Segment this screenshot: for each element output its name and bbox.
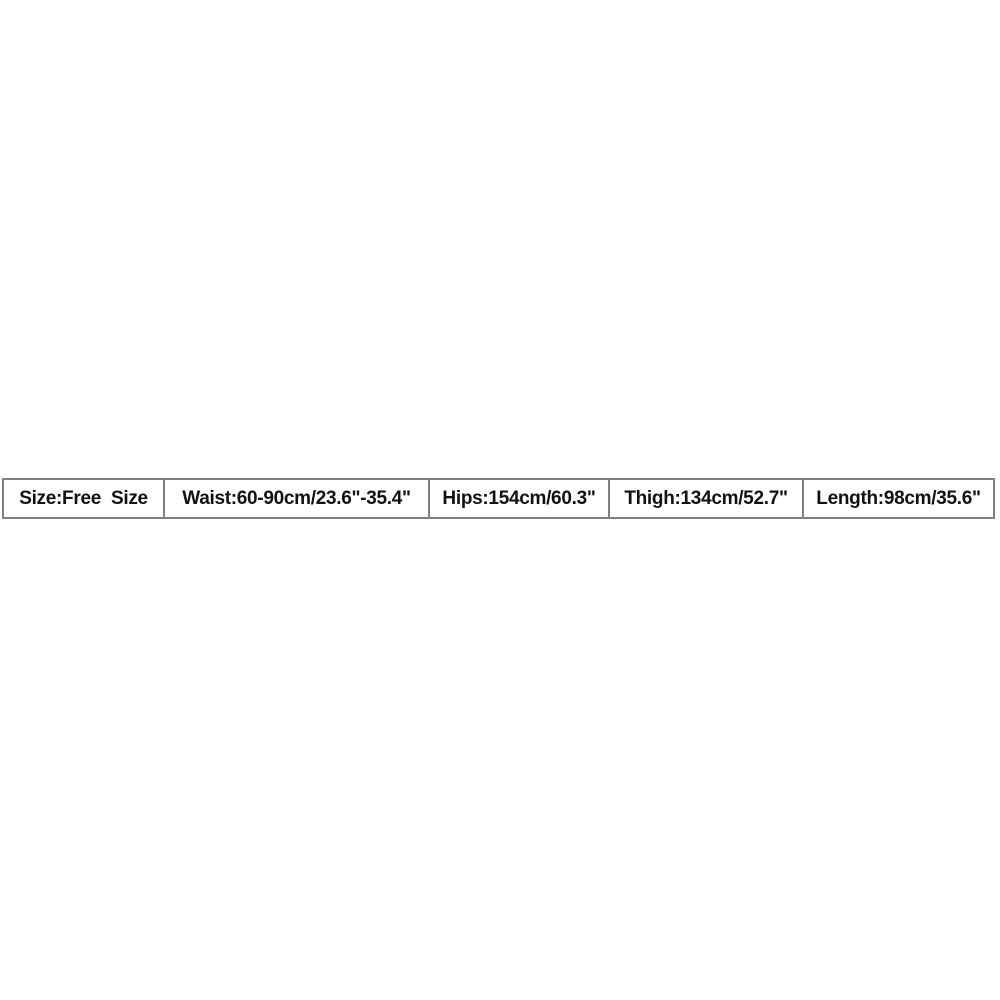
length-value: Length:98cm/35.6" (816, 487, 981, 509)
size-chart-cell-thigh: Thigh:134cm/52.7" (610, 480, 804, 517)
size-chart-table: Size:Free Size Waist:60-90cm/23.6"-35.4"… (2, 478, 995, 519)
waist-value: Waist:60-90cm/23.6"-35.4" (182, 487, 411, 509)
hips-value: Hips:154cm/60.3" (442, 487, 596, 509)
size-chart-cell-size: Size:Free Size (4, 480, 165, 517)
size-chart-cell-waist: Waist:60-90cm/23.6"-35.4" (165, 480, 430, 517)
size-chart-cell-hips: Hips:154cm/60.3" (430, 480, 610, 517)
size-chart-cell-length: Length:98cm/35.6" (804, 480, 993, 517)
size-value: Size:Free Size (19, 487, 148, 509)
thigh-value: Thigh:134cm/52.7" (624, 487, 788, 509)
